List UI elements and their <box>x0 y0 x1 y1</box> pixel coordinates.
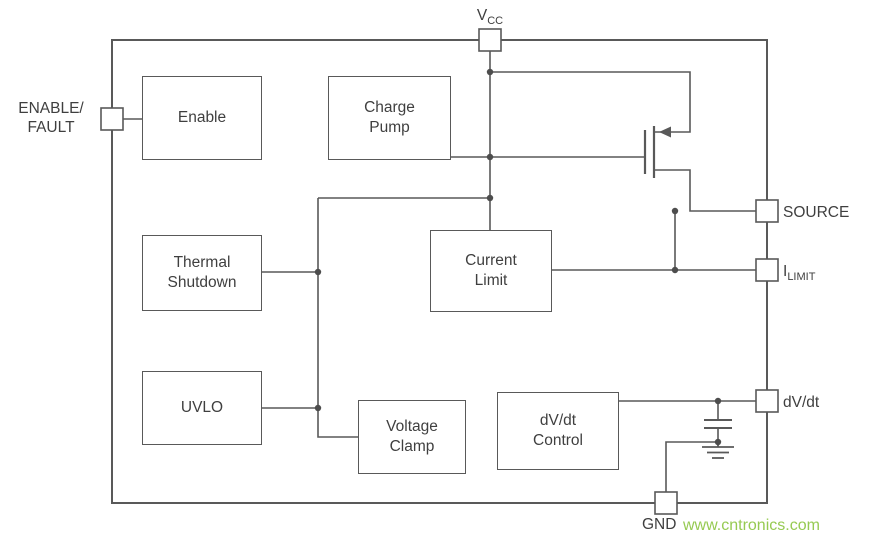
pin-label-ilimit: ILIMIT <box>783 262 815 285</box>
pin-ilimit <box>755 258 779 282</box>
pin-enable-fault <box>100 107 124 131</box>
block-dvdt-control: dV/dt Control <box>497 392 619 470</box>
block-charge-pump: Charge Pump <box>328 76 451 160</box>
wire-protection-bus <box>317 198 358 438</box>
junction-uvlo <box>314 404 322 412</box>
block-uvlo: UVLO <box>142 371 262 445</box>
pin-label-source: SOURCE <box>783 204 850 221</box>
pin-label-dvdt: dV/dt <box>783 394 820 411</box>
block-voltage-clamp: Voltage Clamp <box>358 400 466 474</box>
block-voltage-clamp-label: Voltage Clamp <box>386 417 438 455</box>
junction-gate <box>486 153 494 161</box>
vcc-label-main: V <box>476 7 488 24</box>
ilimit-label-main: I <box>783 263 788 280</box>
pin-gnd <box>654 491 678 515</box>
pin-label-enable-fault: ENABLE/ FAULT <box>18 100 84 137</box>
mosfet-body-arrow <box>659 126 671 138</box>
block-thermal-shutdown: Thermal Shutdown <box>142 235 262 311</box>
pin-label-vcc: VCC <box>466 6 514 29</box>
pin-pads <box>100 28 779 515</box>
junction-source-line <box>671 207 679 215</box>
wire-gnd <box>665 441 718 492</box>
junction-vcc-drain <box>486 68 494 76</box>
block-uvlo-label: UVLO <box>180 398 224 416</box>
ilimit-label-subscript: LIMIT <box>787 271 816 284</box>
junction-gnd-node <box>714 438 722 446</box>
pin-label-gnd: GND <box>642 516 677 533</box>
wire-drain <box>490 71 691 133</box>
wire-source <box>654 169 756 212</box>
capacitor-icon <box>704 419 732 429</box>
vcc-label-subscript: CC <box>487 15 504 28</box>
block-dvdt-control-label: dV/dt Control <box>533 411 583 449</box>
block-thermal-shutdown-label: Thermal Shutdown <box>167 253 237 291</box>
junction-ilimit-line <box>671 266 679 274</box>
junction-dots <box>314 68 722 446</box>
pin-vcc <box>478 28 502 52</box>
pin-source <box>755 199 779 223</box>
pin-dvdt <box>755 389 779 413</box>
block-enable: Enable <box>142 76 262 160</box>
block-current-limit: Current Limit <box>430 230 552 312</box>
block-current-limit-label: Current Limit <box>465 251 517 289</box>
wires <box>123 51 756 492</box>
nmos-pass-fet-icon <box>643 126 671 178</box>
watermark: www.cntronics.com <box>683 517 820 534</box>
block-enable-label: Enable <box>177 108 227 126</box>
junction-dvdt-cap <box>714 397 722 405</box>
junction-protection-bus <box>486 194 494 202</box>
block-charge-pump-label: Charge Pump <box>364 98 415 136</box>
junction-thermal <box>314 268 322 276</box>
